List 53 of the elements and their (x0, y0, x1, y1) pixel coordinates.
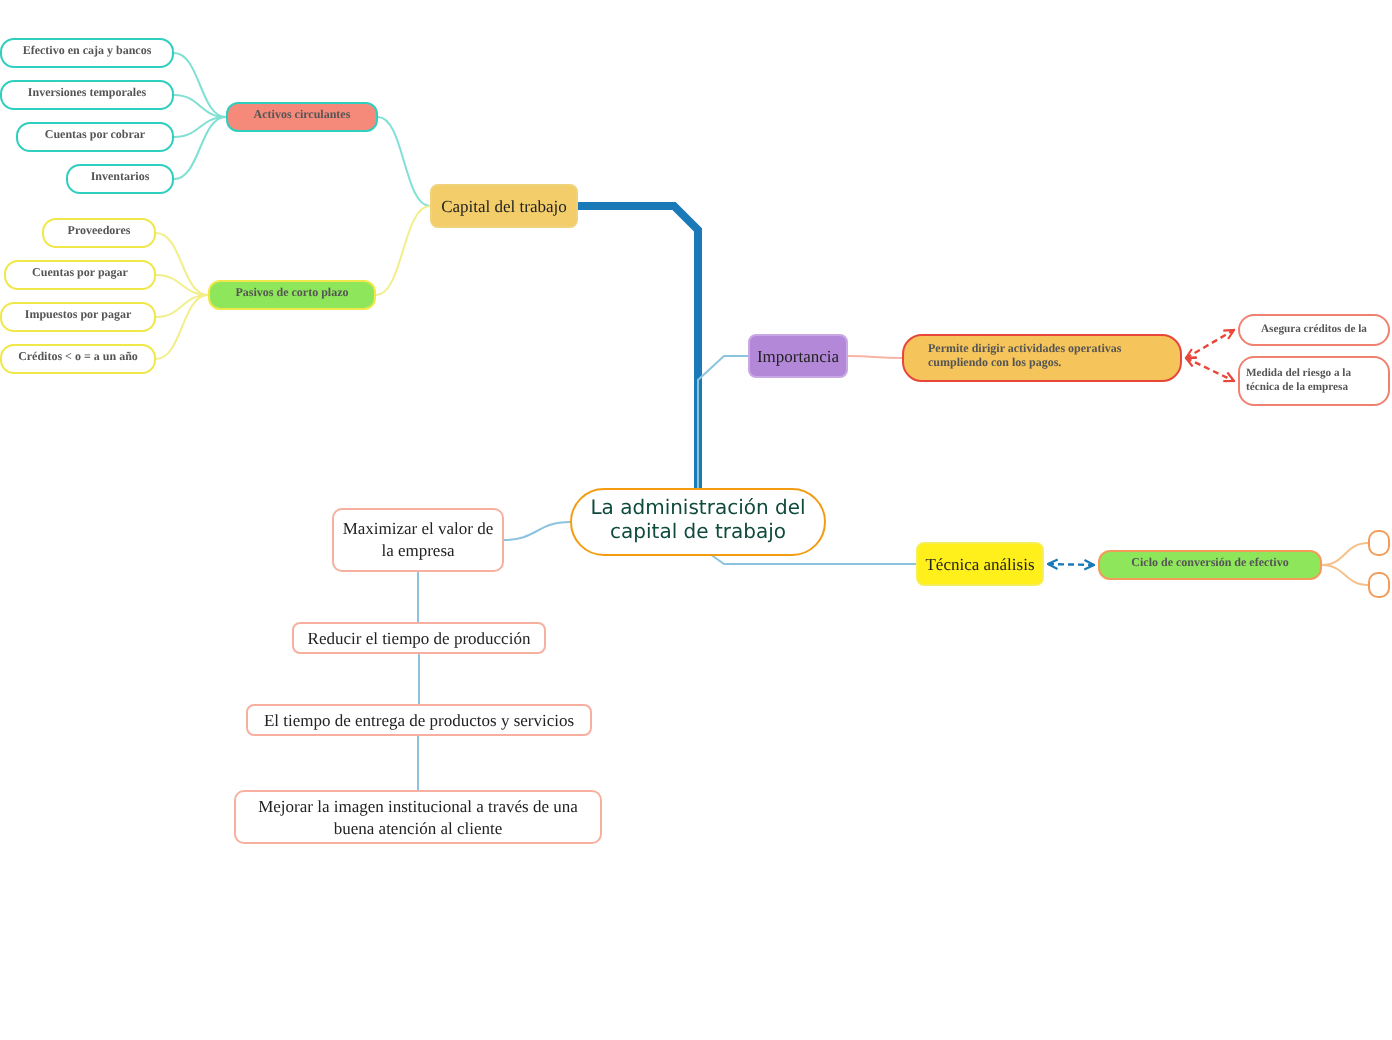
item-box (1238, 314, 1390, 346)
subtopic-box (1098, 550, 1322, 580)
connector-line (418, 653, 420, 705)
connector-line (375, 205, 431, 296)
connector-line (155, 294, 209, 360)
node-label: Mejorar la imagen institucional a través de una buena atención al cliente (256, 795, 580, 839)
item-box (332, 508, 504, 572)
connector-line (1321, 542, 1369, 566)
empty-box (1368, 572, 1390, 598)
node-label: El tiempo de entrega de productos y servicios (263, 709, 575, 731)
item-box (246, 704, 592, 736)
connector-line (1321, 564, 1369, 586)
connector-line (155, 232, 209, 296)
item-box (0, 38, 174, 68)
item-box (0, 302, 156, 332)
subtopic-box (902, 334, 1182, 382)
item-box (0, 344, 156, 374)
item-box (234, 790, 602, 844)
connector-line (155, 294, 209, 318)
connector-line (578, 202, 702, 488)
connector-line (697, 355, 749, 489)
connector-line (417, 571, 419, 623)
item-box (292, 622, 546, 654)
connector-line (173, 116, 227, 138)
connector-line (847, 355, 903, 359)
node-label: La administración del capital de trabajo (588, 497, 808, 547)
topic-box (916, 542, 1044, 586)
central-topic (570, 488, 826, 556)
item-box (4, 260, 156, 290)
subtopic-box (226, 102, 378, 132)
node-label: Técnica análisis (925, 553, 1035, 575)
connector-line (173, 116, 227, 180)
connector-line (417, 735, 419, 791)
connector-line (377, 116, 431, 207)
connector-line (503, 521, 571, 541)
connector-line (709, 553, 917, 565)
item-box (1238, 356, 1390, 406)
item-box (66, 164, 174, 194)
node-label: Importancia (756, 345, 840, 367)
item-box (0, 80, 174, 110)
arrow (1184, 356, 1236, 383)
arrow (1046, 558, 1096, 571)
item-box (16, 122, 174, 152)
topic-box (748, 334, 848, 378)
node-label: Maximizar el valor de la empresa (340, 518, 496, 562)
item-box (42, 218, 156, 248)
subtopic-box (208, 280, 376, 310)
connector-line (173, 52, 227, 118)
arrow (1184, 328, 1236, 360)
node-label: Capital del trabajo (441, 195, 567, 217)
node-label: Reducir el tiempo de producción (307, 627, 531, 649)
topic-box (430, 184, 578, 228)
empty-box (1368, 530, 1390, 556)
